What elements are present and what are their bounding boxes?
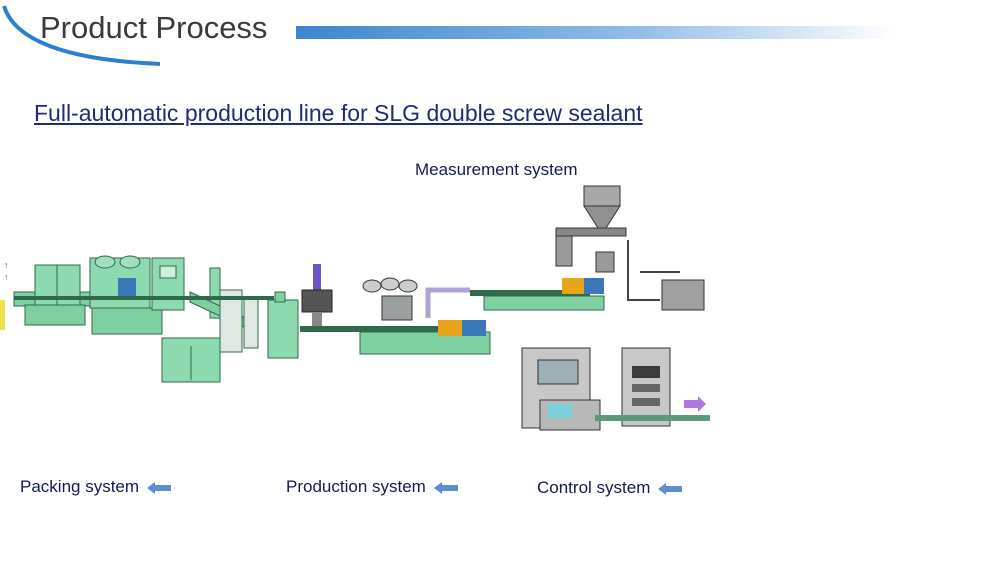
header-bar [296,26,896,39]
extruder-1 [300,277,491,355]
left-arrow-icon [433,481,458,494]
server-cabinet [595,347,710,427]
header-swoosh [2,5,161,66]
svg-text:↑: ↑ [4,272,9,282]
measurement-hopper [555,185,627,273]
storage-tank [627,240,705,311]
main-heading: Full-automatic production line for SLG d… [34,100,643,126]
packing-machine-1 [13,264,95,326]
control-system-text: Control system [537,478,651,497]
svg-text:↑: ↑ [4,260,9,270]
mixing-tank [301,264,333,326]
right-arrow-icon [684,396,706,412]
extruder-2 [470,278,605,311]
packing-cabinet [151,257,185,311]
packing-system-text: Packing system [20,477,140,496]
production-system-text: Production system [286,477,426,496]
production-system-label: Production system [286,477,459,497]
transfer-station [267,291,299,359]
control-system-label: Control system [537,478,683,498]
filling-conveyor [189,267,259,353]
measurement-system-label: Measurement system [415,160,578,179]
feed-pipe [425,287,470,318]
packing-conveyor [14,296,274,300]
control-console [521,347,601,431]
packing-system-label: Packing system [20,477,172,497]
left-edge-marker: ↑ ↑ [0,260,9,330]
page-title: Product Process [40,10,268,45]
packing-machine-3 [161,337,221,383]
left-arrow-icon [146,481,171,494]
packing-machine-2 [89,255,163,335]
left-arrow-icon [658,482,683,495]
